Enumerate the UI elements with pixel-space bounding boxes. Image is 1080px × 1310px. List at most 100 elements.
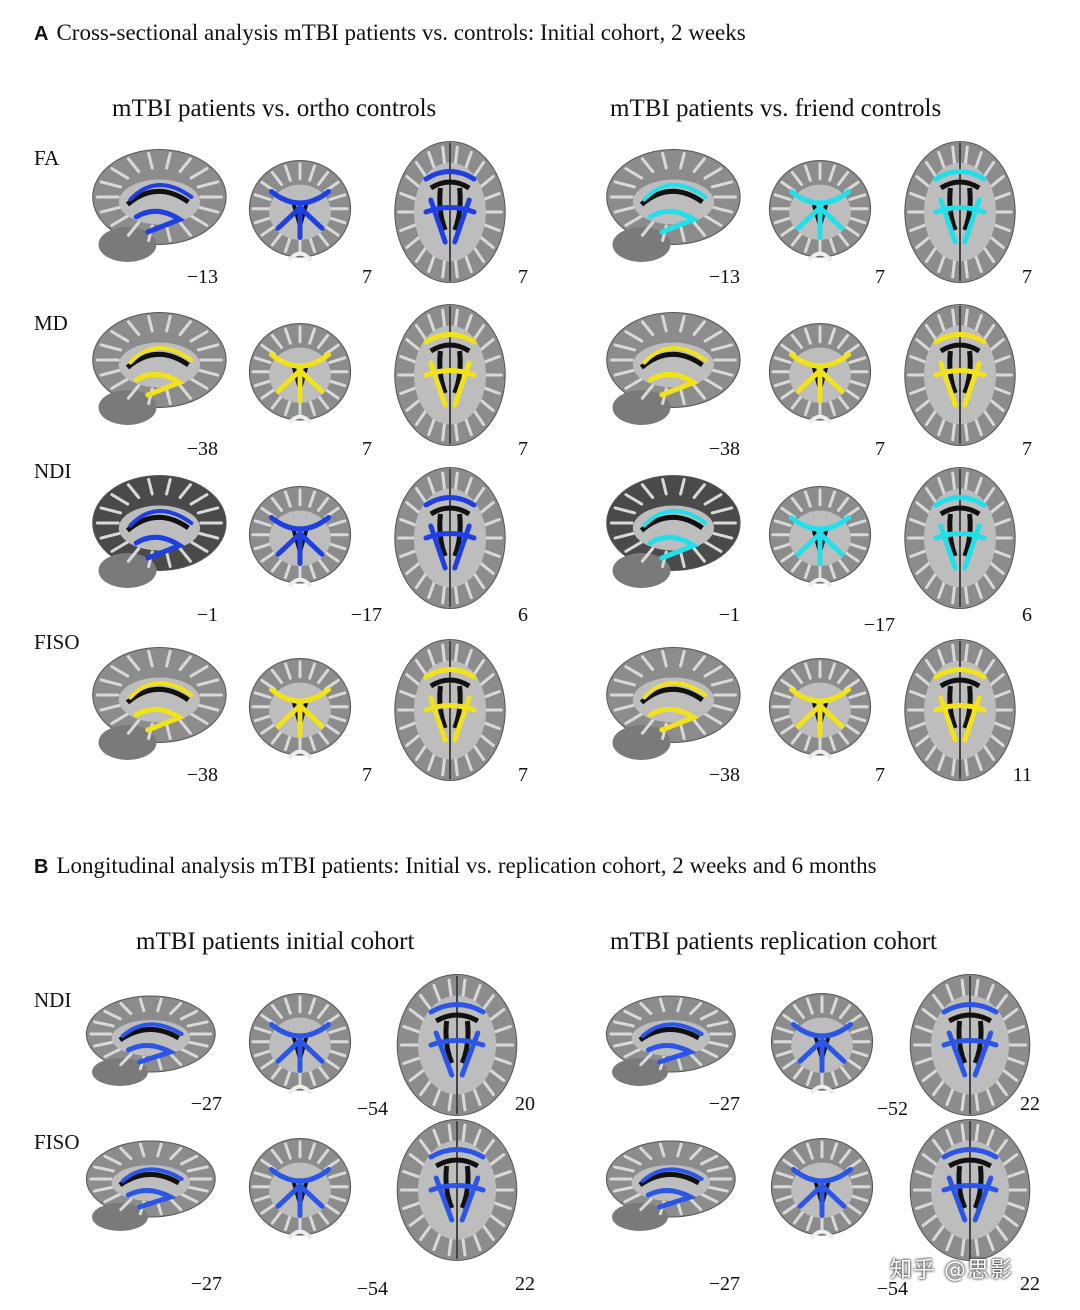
sagittal-brain-image — [605, 1140, 736, 1231]
slice-number: 7 — [362, 266, 372, 288]
sagittal-slice — [85, 995, 216, 1086]
coronal-slice — [248, 485, 352, 588]
slice-number: −13 — [186, 266, 218, 288]
axial-brain-image — [909, 974, 1031, 1116]
coronal-slice — [248, 159, 352, 262]
section-a-text: Cross-sectional analysis mTBI patients v… — [56, 20, 746, 45]
slice-number: 7 — [518, 438, 528, 460]
coronal-slice — [768, 485, 872, 588]
axial-brain-image — [904, 639, 1016, 781]
coronal-slice — [770, 1137, 874, 1240]
axial-brain-image — [394, 141, 506, 283]
sagittal-slice — [92, 647, 227, 760]
sagittal-slice — [606, 647, 741, 760]
coronal-brain-image — [248, 322, 352, 425]
section-b-col-left: mTBI patients initial cohort — [136, 928, 415, 955]
axial-slice — [394, 304, 506, 446]
slice-number: −17 — [350, 604, 382, 626]
axial-brain-image — [904, 467, 1016, 609]
coronal-brain-image — [248, 1137, 352, 1240]
slice-number: −27 — [190, 1273, 222, 1295]
slice-number: 22 — [515, 1273, 535, 1295]
sagittal-slice — [605, 995, 736, 1086]
slice-number: −27 — [190, 1093, 222, 1115]
sagittal-slice — [606, 149, 741, 262]
coronal-brain-image — [770, 1137, 874, 1240]
slice-number: 22 — [1020, 1273, 1040, 1295]
slice-number: −52 — [876, 1098, 908, 1120]
sagittal-brain-image — [85, 995, 216, 1086]
axial-brain-image — [904, 141, 1016, 283]
axial-slice — [396, 1119, 518, 1261]
slice-number: −27 — [708, 1093, 740, 1115]
slice-number: 7 — [1022, 438, 1032, 460]
coronal-slice — [768, 657, 872, 760]
row-label: FISO — [34, 630, 80, 654]
sagittal-brain-image — [92, 149, 227, 262]
section-b-letter: B — [34, 856, 49, 878]
sagittal-brain-image — [605, 995, 736, 1086]
sagittal-brain-image — [92, 475, 227, 588]
sagittal-brain-image — [606, 149, 741, 262]
slice-number: −13 — [708, 266, 740, 288]
coronal-brain-image — [768, 485, 872, 588]
row-label: NDI — [34, 459, 72, 483]
axial-brain-image — [396, 1119, 518, 1261]
slice-number: −54 — [356, 1098, 388, 1120]
axial-slice — [396, 974, 518, 1116]
sagittal-slice — [606, 312, 741, 425]
axial-slice — [394, 141, 506, 283]
coronal-slice — [248, 657, 352, 760]
coronal-slice — [770, 992, 874, 1095]
coronal-brain-image — [248, 485, 352, 588]
slice-number: 11 — [1012, 764, 1032, 786]
axial-brain-image — [909, 1119, 1031, 1261]
sagittal-slice — [92, 475, 227, 588]
axial-slice — [909, 1119, 1031, 1261]
slice-number: 7 — [518, 764, 528, 786]
slice-number: −38 — [186, 764, 218, 786]
slice-number: 7 — [875, 764, 885, 786]
sagittal-slice — [85, 1140, 216, 1231]
axial-slice — [394, 467, 506, 609]
axial-brain-image — [396, 974, 518, 1116]
slice-number: 7 — [1022, 266, 1032, 288]
slice-number: −38 — [708, 764, 740, 786]
sagittal-slice — [605, 1140, 736, 1231]
slice-number: 7 — [362, 764, 372, 786]
coronal-brain-image — [768, 159, 872, 262]
slice-number: −54 — [876, 1278, 908, 1300]
coronal-slice — [248, 322, 352, 425]
slice-number: 7 — [875, 438, 885, 460]
axial-slice — [394, 639, 506, 781]
slice-number: 7 — [518, 266, 528, 288]
section-b-text: Longitudinal analysis mTBI patients: Ini… — [56, 853, 877, 878]
axial-slice — [904, 304, 1016, 446]
row-label: FA — [34, 146, 60, 170]
axial-slice — [904, 467, 1016, 609]
slice-number: −38 — [708, 438, 740, 460]
coronal-slice — [248, 1137, 352, 1240]
slice-number: 6 — [518, 604, 528, 626]
coronal-brain-image — [768, 322, 872, 425]
coronal-slice — [768, 159, 872, 262]
slice-number: −54 — [356, 1278, 388, 1300]
section-a-letter: A — [34, 23, 49, 45]
sagittal-brain-image — [606, 475, 741, 588]
slice-number: −1 — [718, 604, 740, 626]
slice-number: 22 — [1020, 1093, 1040, 1115]
coronal-brain-image — [770, 992, 874, 1095]
section-b-title: B Longitudinal analysis mTBI patients: In… — [34, 853, 877, 879]
axial-brain-image — [394, 639, 506, 781]
slice-number: 6 — [1022, 604, 1032, 626]
slice-number: −38 — [186, 438, 218, 460]
axial-brain-image — [394, 304, 506, 446]
coronal-slice — [248, 992, 352, 1095]
axial-brain-image — [904, 304, 1016, 446]
axial-slice — [904, 141, 1016, 283]
sagittal-brain-image — [92, 647, 227, 760]
coronal-brain-image — [248, 992, 352, 1095]
sagittal-slice — [606, 475, 741, 588]
section-b-col-right: mTBI patients replication cohort — [610, 928, 937, 955]
sagittal-brain-image — [606, 647, 741, 760]
